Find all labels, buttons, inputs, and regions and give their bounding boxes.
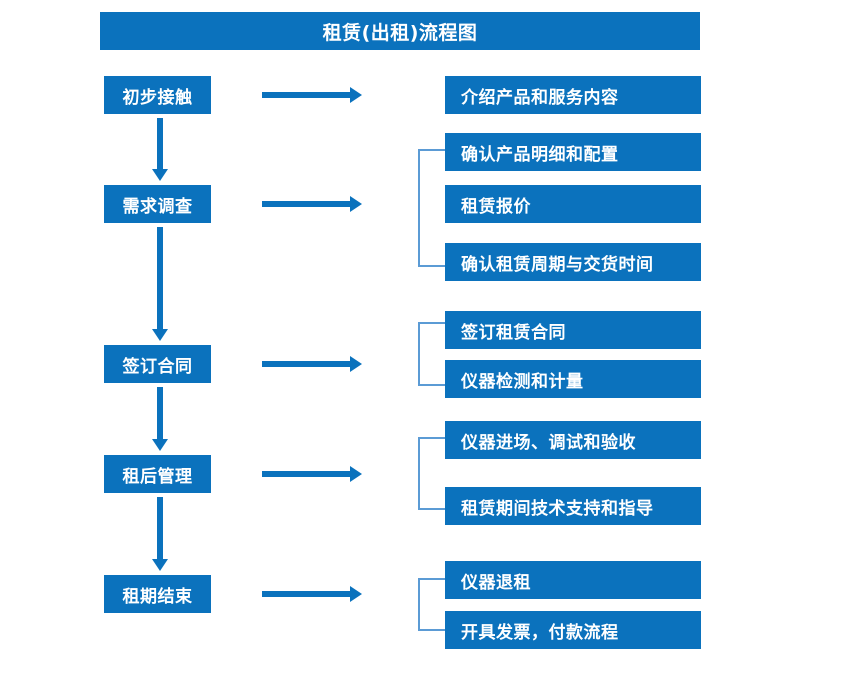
task-box-4-2[interactable]: 租赁期间技术支持和指导 (445, 487, 701, 525)
stage-box-3[interactable]: 签订合同 (104, 345, 211, 383)
stage-box-4[interactable]: 租后管理 (104, 455, 211, 493)
task-box-2-2[interactable]: 租赁报价 (445, 185, 701, 223)
task-box-3-2[interactable]: 仪器检测和计量 (445, 360, 701, 398)
stage-box-2[interactable]: 需求调查 (104, 185, 211, 223)
task-group-bracket-2 (418, 149, 445, 267)
task-box-1-1[interactable]: 介绍产品和服务内容 (445, 76, 701, 114)
task-group-bracket-4 (418, 437, 445, 510)
task-box-4-1[interactable]: 仪器进场、调试和验收 (445, 421, 701, 459)
task-group-bracket-5 (418, 578, 445, 631)
task-box-2-1[interactable]: 确认产品明细和配置 (445, 133, 701, 171)
stage-box-1[interactable]: 初步接触 (104, 76, 211, 114)
stage-box-5[interactable]: 租期结束 (104, 575, 211, 613)
task-box-5-1[interactable]: 仪器退租 (445, 561, 701, 599)
task-box-3-1[interactable]: 签订租赁合同 (445, 311, 701, 349)
diagram-title: 租赁(出租)流程图 (100, 12, 700, 50)
task-box-5-2[interactable]: 开具发票，付款流程 (445, 611, 701, 649)
task-box-2-3[interactable]: 确认租赁周期与交货时间 (445, 243, 701, 281)
task-group-bracket-3 (418, 322, 445, 386)
